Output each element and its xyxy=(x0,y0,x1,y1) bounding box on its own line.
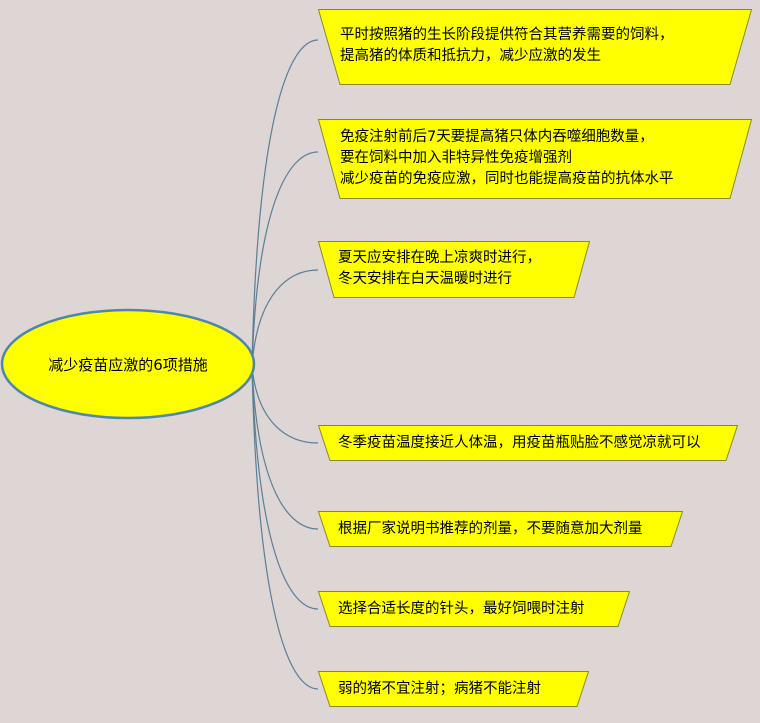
branch-node[interactable]: 弱的猪不宜注射；病猪不能注射 xyxy=(318,671,589,707)
branch-node-shape xyxy=(318,9,752,85)
branch-node[interactable]: 平时按照猪的生长阶段提供符合其营养需要的饲料， 提高猪的体质和抵抗力，减少应激的发… xyxy=(318,9,752,85)
branch-node-label: 冬季疫苗温度接近人体温，用疫苗瓶贴脸不感觉凉就可以 xyxy=(318,425,738,454)
branch-node-line: 根据厂家说明书推荐的剂量，不要随意加大剂量 xyxy=(338,521,643,537)
branch-node-line: 减少疫苗的免疫应激，同时也能提高疫苗的抗体水平 xyxy=(340,171,674,187)
branch-connector xyxy=(251,365,319,610)
branch-node-line: 免疫注射前后7天要提高猪只体内吞噬细胞数量， xyxy=(340,129,654,145)
branch-node-label: 弱的猪不宜注射；病猪不能注射 xyxy=(318,671,589,700)
branch-node-label: 夏天应安排在晚上凉爽时进行， 冬天安排在白天温暖时进行 xyxy=(318,241,590,290)
branch-node-label: 免疫注射前后7天要提高猪只体内吞噬细胞数量， 要在饲料中加入非特异性免疫增强剂减少… xyxy=(318,119,752,190)
branch-node-label: 根据厂家说明书推荐的剂量，不要随意加大剂量 xyxy=(318,511,683,540)
branch-node[interactable]: 根据厂家说明书推荐的剂量，不要随意加大剂量 xyxy=(318,511,683,547)
branch-node-label: 选择合适长度的针头，最好饲喂时注射 xyxy=(318,591,630,620)
branch-node[interactable]: 冬季疫苗温度接近人体温，用疫苗瓶贴脸不感觉凉就可以 xyxy=(318,425,738,461)
branch-node-line: 弱的猪不宜注射；病猪不能注射 xyxy=(338,681,541,697)
branch-node-label: 平时按照猪的生长阶段提供符合其营养需要的饲料， 提高猪的体质和抵抗力，减少应激的发… xyxy=(318,9,752,67)
branch-node-line: 冬季疫苗温度接近人体温，用疫苗瓶贴脸不感觉凉就可以 xyxy=(338,435,701,451)
branch-node-line: 冬天安排在白天温暖时进行 xyxy=(338,271,512,287)
branch-node-shape xyxy=(318,241,590,298)
branch-node-shape xyxy=(318,671,589,707)
root-node-label: 减少疫苗应激的6项措施 xyxy=(48,355,208,374)
branch-connector xyxy=(251,151,319,367)
branch-connector xyxy=(251,39,319,367)
branch-node-line: 提高猪的体质和抵抗力，减少应激的发生 xyxy=(340,48,601,64)
branch-node-line: 平时按照猪的生长阶段提供符合其营养需要的饲料， xyxy=(340,27,674,43)
branch-connector xyxy=(251,365,319,444)
branch-node[interactable]: 夏天应安排在晚上凉爽时进行， 冬天安排在白天温暖时进行 xyxy=(318,241,590,298)
branch-node[interactable]: 免疫注射前后7天要提高猪只体内吞噬细胞数量， 要在饲料中加入非特异性免疫增强剂减少… xyxy=(318,119,752,199)
branch-node-shape xyxy=(318,119,752,199)
branch-node-line: 选择合适长度的针头，最好饲喂时注射 xyxy=(338,601,585,617)
branch-node-shape xyxy=(318,591,630,627)
branch-connector xyxy=(251,365,319,530)
branch-node-shape xyxy=(318,425,738,461)
branch-connector xyxy=(251,269,319,367)
root-ellipse-shape xyxy=(0,308,256,420)
branch-node[interactable]: 选择合适长度的针头，最好饲喂时注射 xyxy=(318,591,630,627)
branch-node-line: 要在饲料中加入非特异性免疫增强剂 xyxy=(340,150,572,166)
branch-node-line: 夏天应安排在晚上凉爽时进行， xyxy=(338,250,541,266)
root-node[interactable]: 减少疫苗应激的6项措施 xyxy=(0,307,257,421)
branch-node-shape xyxy=(318,511,683,547)
branch-connector xyxy=(251,365,319,690)
